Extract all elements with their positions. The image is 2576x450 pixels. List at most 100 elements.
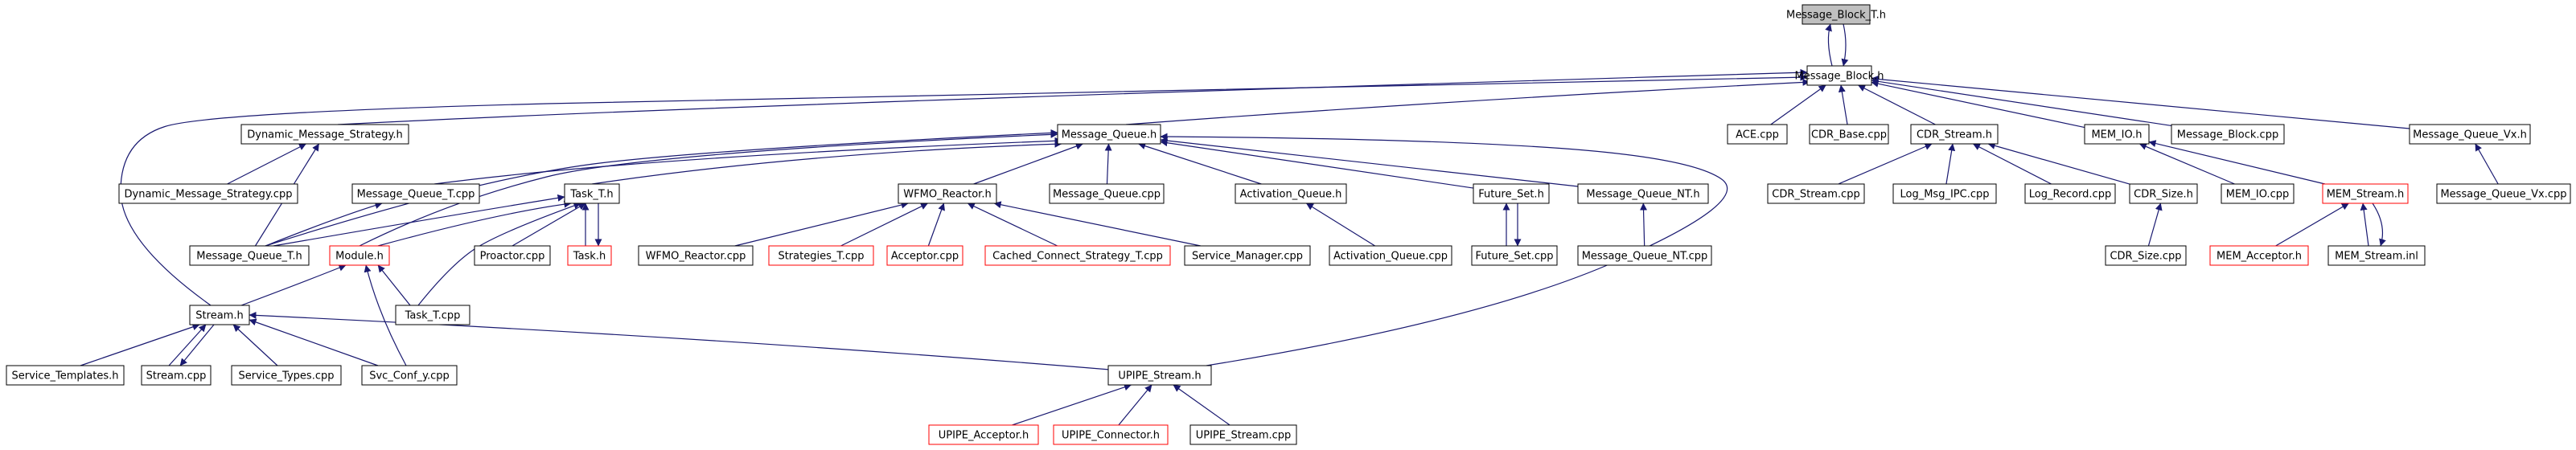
node-box (361, 365, 458, 386)
node-box (2409, 124, 2531, 145)
node-future-set-h[interactable]: Future_Set.h (1473, 183, 1550, 204)
edge-mem-stream-h-to-mem-io-h (2148, 140, 2326, 185)
node-label: Message_Queue.h (1062, 129, 1157, 141)
node-label: Message_Queue_T.cpp (357, 189, 475, 201)
node-message-queue-t-h[interactable]: Message_Queue_T.h (189, 245, 310, 266)
node-cdr-size-cpp[interactable]: CDR_Size.cpp (2105, 245, 2187, 266)
node-label: Task_T.cpp (405, 310, 461, 322)
edge-upipe-connector-h-to-upipe-stream-h (1118, 384, 1152, 426)
node-dynamic-message-strategy-cpp[interactable]: Dynamic_Message_Strategy.cpp (118, 183, 298, 204)
node-log-record-cpp[interactable]: Log_Record.cpp (2024, 183, 2116, 204)
edge-module-h-to-task-t-h (377, 200, 572, 247)
node-cdr-size-h[interactable]: CDR_Size.h (2129, 183, 2198, 204)
node-box (1577, 245, 1712, 266)
edge-ace-cpp-to-message-block-h (1770, 84, 1826, 125)
node-module-h[interactable]: Module.h (329, 245, 390, 266)
edge-log-msg-ipc-cpp-to-cdr-stream-h (1945, 143, 1956, 185)
node-stream-h[interactable]: Stream.h (189, 305, 250, 325)
edge-task-t-cpp-to-module-h (377, 264, 411, 306)
node-cdr-stream-h[interactable]: CDR_Stream.h (1910, 124, 1999, 145)
node-message-queue-vx-cpp[interactable]: Message_Queue_Vx.cpp (2436, 183, 2571, 204)
node-box (1053, 424, 1169, 445)
edge-service-manager-cpp-to-wfmo-reactor-h (993, 201, 1201, 247)
node-label: Svc_Conf_y.cpp (369, 370, 450, 382)
node-log-msg-ipc-cpp[interactable]: Log_Msg_IPC.cpp (1892, 183, 1997, 204)
node-box (351, 183, 480, 204)
node-cdr-base-cpp[interactable]: CDR_Base.cpp (1809, 124, 1889, 145)
node-box (1049, 183, 1165, 204)
node-box (1727, 124, 1788, 145)
node-future-set-cpp[interactable]: Future_Set.cpp (1471, 245, 1558, 266)
node-box (2221, 183, 2295, 204)
node-box (189, 245, 310, 266)
node-label: MEM_Stream.inl (2335, 251, 2418, 263)
node-strategies-t-cpp[interactable]: Strategies_T.cpp (768, 245, 874, 266)
node-dynamic-message-strategy-h[interactable]: Dynamic_Message_Strategy.h (240, 124, 409, 145)
node-box (768, 245, 874, 266)
node-activation-queue-cpp[interactable]: Activation_Queue.cpp (1329, 245, 1452, 266)
node-svc-conf-y-cpp[interactable]: Svc_Conf_y.cpp (361, 365, 458, 386)
node-upipe-stream-cpp[interactable]: UPIPE_Stream.cpp (1189, 424, 1297, 445)
node-acceptor-cpp[interactable]: Acceptor.cpp (886, 245, 963, 266)
node-message-queue-vx-h[interactable]: Message_Queue_Vx.h (2409, 124, 2531, 145)
node-box (564, 183, 620, 204)
node-box (395, 305, 470, 325)
node-proactor-cpp[interactable]: Proactor.cpp (474, 245, 551, 266)
node-box (231, 365, 342, 386)
edge-layer (80, 23, 2499, 426)
node-service-manager-cpp[interactable]: Service_Manager.cpp (1184, 245, 1311, 266)
node-mem-acceptor-h[interactable]: MEM_Acceptor.h (2209, 245, 2309, 266)
node-box (1189, 424, 1297, 445)
node-mem-io-cpp[interactable]: MEM_IO.cpp (2221, 183, 2295, 204)
node-task-t-cpp[interactable]: Task_T.cpp (395, 305, 470, 325)
node-label: MEM_IO.h (2091, 129, 2142, 141)
node-message-queue-nt-h[interactable]: Message_Queue_NT.h (1577, 183, 1709, 204)
node-message-queue-nt-cpp[interactable]: Message_Queue_NT.cpp (1577, 245, 1712, 266)
edge-future-set-h-to-message-queue-h (1160, 139, 1474, 189)
node-wfmo-reactor-h[interactable]: WFMO_Reactor.h (898, 183, 997, 204)
node-label: MEM_Acceptor.h (2217, 251, 2302, 263)
edge-dynamic-message-strategy-cpp-to-dynamic-message-strategy-h (227, 143, 306, 185)
node-upipe-connector-h[interactable]: UPIPE_Connector.h (1053, 424, 1169, 445)
node-activation-queue-h[interactable]: Activation_Queue.h (1235, 183, 1347, 204)
node-layer: Message_Block_T.hMessage_Block.hDynamic_… (6, 4, 2571, 445)
node-task-t-h[interactable]: Task_T.h (564, 183, 620, 204)
node-box (6, 365, 125, 386)
node-service-types-cpp[interactable]: Service_Types.cpp (231, 365, 342, 386)
node-mem-stream-inl[interactable]: MEM_Stream.inl (2327, 245, 2426, 266)
node-service-templates-h[interactable]: Service_Templates.h (6, 365, 125, 386)
edge-message-queue-nt-cpp-to-message-queue-nt-h (1640, 202, 1648, 247)
node-mem-io-h[interactable]: MEM_IO.h (2084, 124, 2150, 145)
node-box (1802, 4, 1871, 25)
edge-stream-h-to-stream-cpp (179, 324, 215, 366)
node-cached-connect-strategy-t-cpp[interactable]: Cached_Connect_Strategy_T.cpp (984, 245, 1171, 266)
edge-strategies-t-cpp-to-wfmo-reactor-h (840, 202, 928, 247)
node-wfmo-reactor-cpp[interactable]: WFMO_Reactor.cpp (638, 245, 754, 266)
node-message-queue-cpp[interactable]: Message_Queue.cpp (1049, 183, 1165, 204)
node-stream-cpp[interactable]: Stream.cpp (141, 365, 212, 386)
node-label: ACE.cpp (1736, 129, 1779, 141)
node-box (984, 245, 1171, 266)
node-cdr-stream-cpp[interactable]: CDR_Stream.cpp (1767, 183, 1865, 204)
node-message-block-h[interactable]: Message_Block.h (1794, 65, 1884, 86)
edge-message-queue-nt-h-to-message-queue-h (1160, 137, 1579, 187)
node-upipe-acceptor-h[interactable]: UPIPE_Acceptor.h (928, 424, 1039, 445)
node-task-h[interactable]: Task.h (567, 245, 612, 266)
node-box (1577, 183, 1709, 204)
edge-wfmo-reactor-cpp-to-wfmo-reactor-h (734, 201, 909, 247)
edge-activation-queue-cpp-to-activation-queue-h (1305, 202, 1375, 247)
edge-upipe-stream-h-to-message-queue-h (1160, 133, 1728, 366)
node-box (141, 365, 212, 386)
node-message-queue-t-cpp[interactable]: Message_Queue_T.cpp (351, 183, 480, 204)
node-message-queue-h[interactable]: Message_Queue.h (1057, 124, 1161, 145)
node-label: Task_T.h (569, 189, 613, 201)
node-ace-cpp[interactable]: ACE.cpp (1727, 124, 1788, 145)
node-label: Service_Types.cpp (239, 370, 335, 382)
node-box (898, 183, 997, 204)
node-label: WFMO_Reactor.h (903, 189, 991, 201)
node-upipe-stream-h[interactable]: UPIPE_Stream.h (1107, 365, 1212, 386)
node-message-block-cpp[interactable]: Message_Block.cpp (2171, 124, 2285, 145)
node-mem-stream-h[interactable]: MEM_Stream.h (2322, 183, 2409, 204)
node-message-block-t-h[interactable]: Message_Block_T.h (1786, 4, 1886, 25)
